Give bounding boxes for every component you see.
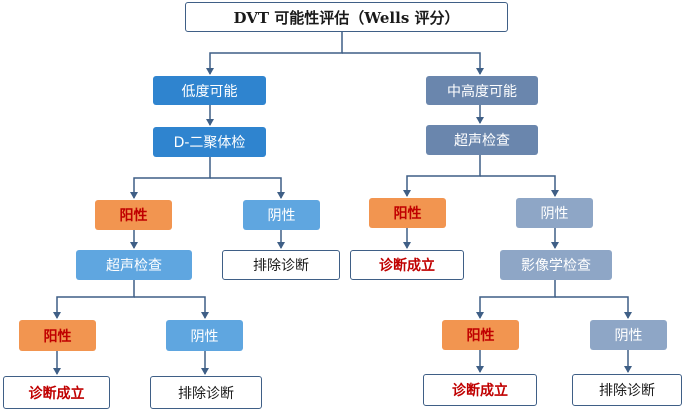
d-dimer-positive-label: 阳性 [119,208,148,224]
left-diagnosis-excluded-label: 排除诊断 [178,385,234,402]
left-diagnosis-excluded-node: 排除诊断 [150,376,262,409]
d-dimer-test-label: D-二聚体检 [173,135,246,151]
imaging-diagnosis-excluded-label: 排除诊断 [599,383,655,399]
left-ultrasound-positive-label: 阳性 [43,328,72,345]
root-title: DVT 可能性评估（Wells 评分） [233,8,460,27]
imaging-diagnosis-confirmed-node: 诊断成立 [423,374,537,406]
right-ultrasound-negative-node: 阴性 [516,198,593,228]
imaging-test-node: 影像学检查 [500,250,612,280]
d-dimer-negative-result-node: 排除诊断 [222,250,340,280]
root-title-box: DVT 可能性评估（Wells 评分） [185,2,508,32]
imaging-diagnosis-excluded-node: 排除诊断 [572,374,682,406]
d-dimer-negative-result-label: 排除诊断 [253,258,309,274]
right-ultrasound-positive-node: 阳性 [369,198,446,228]
d-dimer-negative-label: 阴性 [267,208,296,224]
left-ultrasound-negative-node: 阴性 [166,320,243,351]
high-probability-label: 中高度可能 [447,83,517,100]
imaging-positive-node: 阳性 [442,320,519,350]
d-dimer-positive-node: 阳性 [95,200,172,230]
right-diagnosis-confirmed-label: 诊断成立 [379,258,435,274]
d-dimer-negative-node: 阴性 [243,200,320,230]
left-ultrasound-positive-node: 阳性 [19,320,96,351]
imaging-negative-node: 阴性 [590,320,667,350]
imaging-diagnosis-confirmed-label: 诊断成立 [452,383,508,399]
low-probability-label: 低度可能 [181,83,238,100]
right-ultrasound-positive-label: 阳性 [393,206,422,222]
right-ultrasound-label: 超声检查 [454,133,510,149]
right-ultrasound-negative-label: 阴性 [540,206,569,222]
left-ultrasound-label: 超声检查 [106,258,162,274]
imaging-test-label: 影像学检查 [521,258,591,274]
d-dimer-test-node: D-二聚体检 [153,127,266,157]
imaging-negative-label: 阴性 [614,328,643,344]
right-ultrasound-node: 超声检查 [426,125,538,155]
imaging-positive-label: 阳性 [466,328,495,344]
left-ultrasound-node: 超声检查 [76,250,192,280]
right-diagnosis-confirmed-node: 诊断成立 [350,250,464,280]
left-ultrasound-negative-label: 阴性 [190,328,219,345]
high-probability-node: 中高度可能 [426,76,538,105]
left-diagnosis-confirmed-node: 诊断成立 [3,376,110,409]
low-probability-node: 低度可能 [153,76,266,105]
left-diagnosis-confirmed-label: 诊断成立 [28,385,85,402]
